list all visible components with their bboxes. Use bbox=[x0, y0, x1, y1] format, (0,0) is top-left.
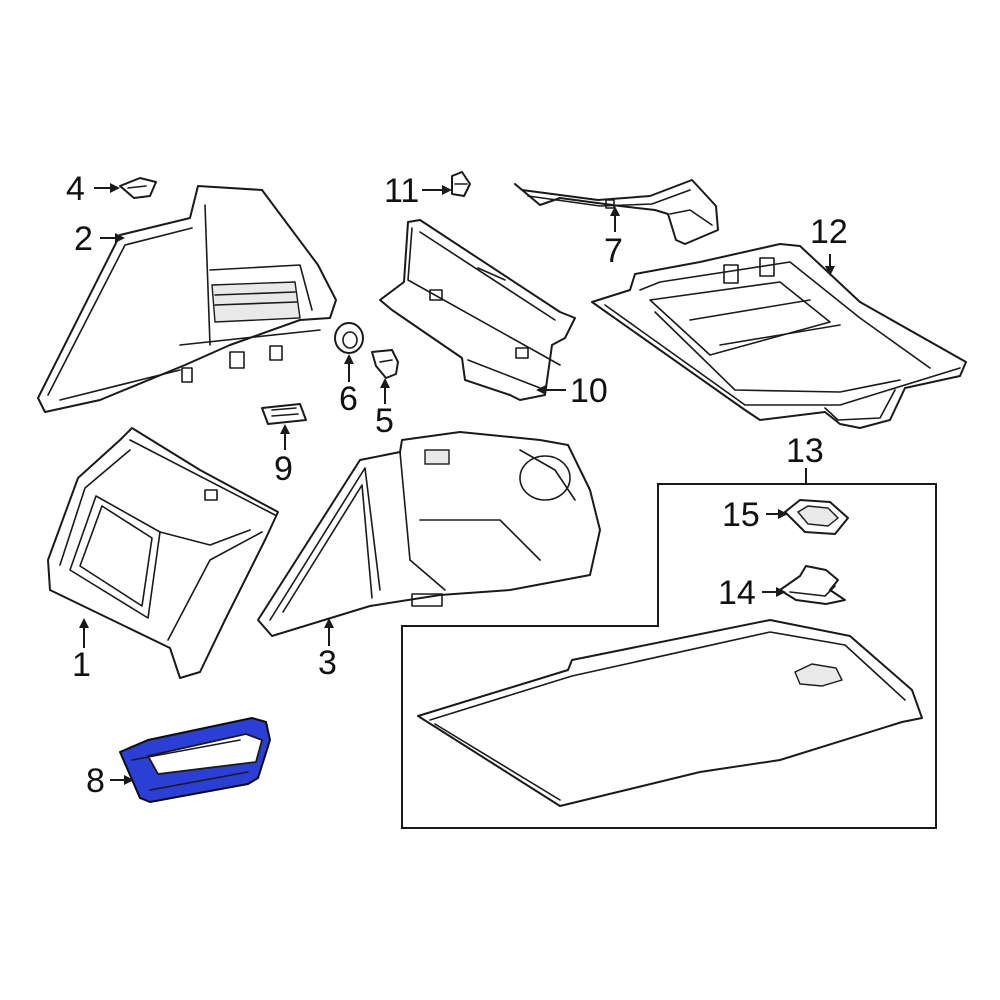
callout-6: 6 bbox=[339, 380, 358, 418]
callout-10: 10 bbox=[570, 372, 608, 410]
part-8-storage-bin[interactable] bbox=[119, 717, 271, 803]
part-1-quarter-trim[interactable] bbox=[47, 427, 279, 679]
callout-8: 8 bbox=[86, 762, 105, 800]
callout-2: 2 bbox=[74, 220, 93, 258]
callout-3: 3 bbox=[318, 644, 337, 682]
part-4-clip[interactable] bbox=[119, 177, 157, 199]
part-11-clip[interactable] bbox=[451, 171, 471, 197]
part-15-latch-bezel[interactable] bbox=[784, 499, 849, 535]
callout-7: 7 bbox=[604, 232, 623, 270]
part-6-grommet[interactable] bbox=[334, 322, 364, 354]
leaders bbox=[79, 183, 835, 785]
callout-14: 14 bbox=[718, 574, 756, 612]
callout-12: 12 bbox=[810, 213, 848, 251]
part-3-quarter-trim[interactable] bbox=[257, 431, 601, 637]
callout-5: 5 bbox=[375, 402, 394, 440]
part-9-clip[interactable] bbox=[261, 403, 307, 425]
callout-9: 9 bbox=[274, 450, 293, 488]
part-14-latch-handle[interactable] bbox=[779, 565, 846, 605]
part-12-floor-tray[interactable] bbox=[591, 243, 967, 429]
callout-1: 1 bbox=[72, 646, 91, 684]
part-7-trim-strip[interactable] bbox=[514, 179, 719, 245]
callout-4: 4 bbox=[66, 170, 85, 208]
callout-15: 15 bbox=[722, 496, 760, 534]
part-13-floor-panel[interactable] bbox=[417, 619, 923, 807]
callout-13: 13 bbox=[786, 432, 824, 470]
part-10-panel-trim[interactable] bbox=[379, 219, 576, 401]
part-5-push-clip[interactable] bbox=[371, 349, 399, 379]
callout-11: 11 bbox=[384, 172, 419, 210]
part-13-group-box bbox=[401, 483, 937, 829]
part-2-quarter-trim[interactable] bbox=[37, 185, 337, 413]
